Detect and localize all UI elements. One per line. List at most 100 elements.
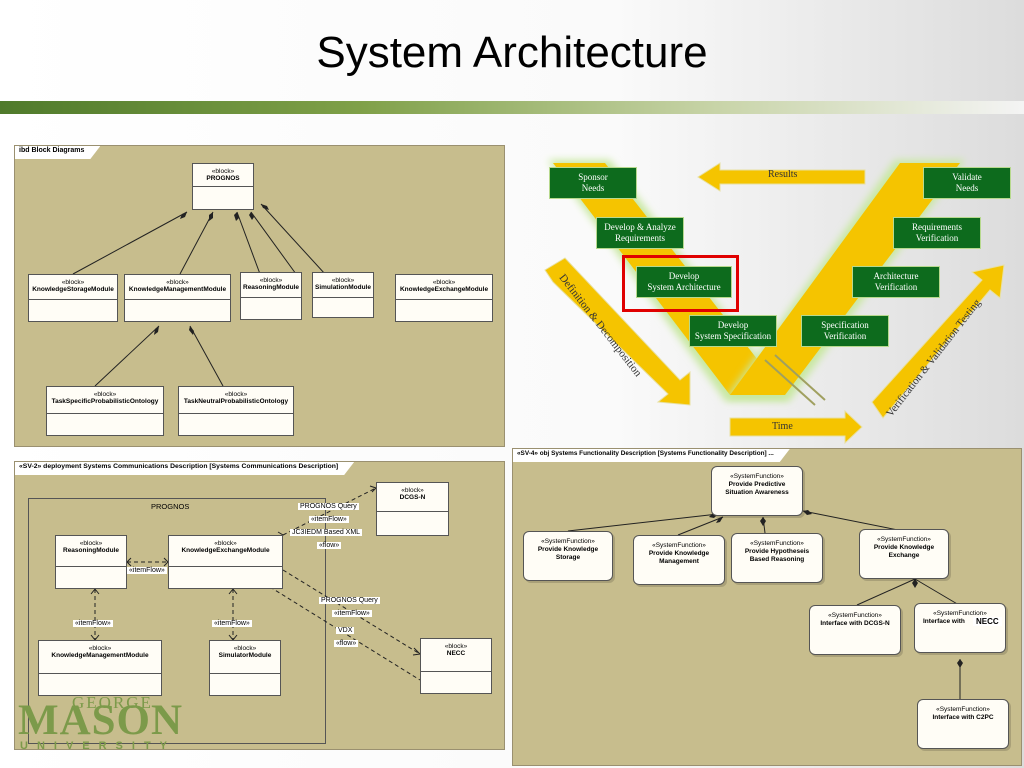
block-name: SimulatorModule <box>218 652 272 659</box>
block-stereotype: «block» <box>211 168 235 175</box>
block-name: ReasoningModule <box>63 547 119 554</box>
block-stereotype: «block» <box>401 487 424 494</box>
fn-stereotype: «SystemFunction» <box>652 542 706 549</box>
fn-stereotype: «SystemFunction» <box>730 473 784 480</box>
fn-stereotype: «SystemFunction» <box>936 706 990 713</box>
block-prognos[interactable]: «block» PROGNOS <box>192 163 254 210</box>
fn-stereotype: «SystemFunction» <box>933 610 987 617</box>
v-box-develop-specification[interactable]: Develop System Specification <box>689 315 777 347</box>
block-divider <box>421 671 491 672</box>
logo-mason: MASON <box>18 697 184 744</box>
v-box-line: Develop <box>668 271 700 281</box>
label-prognos-query-1: PROGNOS Query <box>298 503 359 510</box>
time-arrow <box>729 409 863 445</box>
george-mason-logo: GEORGE MASON UNIVERSITY <box>18 690 182 754</box>
v-box-architecture-verification[interactable]: Architecture Verification <box>852 266 940 298</box>
sv2-block-reasoning[interactable]: «block» ReasoningModule <box>55 535 127 589</box>
block-name: TaskSpecificProbabilisticOntology <box>51 398 159 405</box>
fn-knowledge-storage[interactable]: «SystemFunction» Provide Knowledge Stora… <box>523 531 613 581</box>
block-name: ReasoningModule <box>243 284 299 291</box>
block-divider <box>241 297 301 298</box>
fn-interface-necc[interactable]: «SystemFunction» Interface with <box>914 603 1006 653</box>
v-box-line: System Architecture <box>647 282 721 292</box>
block-name: PROGNOS <box>206 175 240 182</box>
v-box-line: Verification <box>874 282 918 292</box>
block-stereotype: «block» <box>432 279 456 286</box>
v-box-line: Develop & Analyze <box>604 222 676 232</box>
fn-knowledge-management[interactable]: «SystemFunction» Provide Knowledge Manag… <box>633 535 725 585</box>
v-box-line: Sponsor <box>578 172 608 182</box>
block-name: KnowledgeManagementModule <box>128 286 227 293</box>
block-knowledge-management[interactable]: «block» KnowledgeManagementModule <box>124 274 231 322</box>
fn-name: Interface with C2PC <box>932 714 994 721</box>
slide-title: System Architecture <box>316 28 708 77</box>
sv2-panel: «SV-2» deployment Systems Communications… <box>14 461 505 750</box>
fn-name: Provide Knowledge <box>537 546 599 553</box>
block-name: KnowledgeExchangeModule <box>181 547 270 554</box>
sv2-block-knowledge-exchange[interactable]: «block» KnowledgeExchangeModule <box>168 535 283 589</box>
block-stereotype: «block» <box>214 540 237 547</box>
fn-predictive-awareness[interactable]: «SystemFunction» Provide Predictive Situ… <box>711 466 803 516</box>
fn-interface-dcgs[interactable]: «SystemFunction» Interface with DCGS-N <box>809 605 901 655</box>
v-box-develop-requirements[interactable]: Develop & Analyze Requirements <box>596 217 684 249</box>
title-divider-bar <box>0 101 1024 114</box>
block-divider <box>169 566 282 567</box>
label-flow-1: «flow» <box>317 542 342 549</box>
v-box-line: Verification <box>823 331 867 341</box>
sv2-block-simulator[interactable]: «block» SimulatorModule <box>209 640 281 696</box>
label-itemflow-simulator: «itemFlow» <box>212 620 252 627</box>
logo-university: UNIVERSITY <box>20 740 177 752</box>
sv2-block-dcgs[interactable]: «block» DCGS-N <box>376 482 449 536</box>
label-jc3iedm: JC3IEDM Based XML <box>290 529 363 536</box>
sv2-block-knowledge-management[interactable]: «block» KnowledgeManagementModule <box>38 640 162 696</box>
block-name: KnowledgeStorageModule <box>32 286 114 293</box>
block-stereotype: «block» <box>224 391 248 398</box>
block-knowledge-storage[interactable]: «block» KnowledgeStorageModule <box>28 274 118 322</box>
ibd-panel: ibd Block Diagrams «block» PROGNOS «bloc… <box>14 145 505 447</box>
v-base-line <box>774 354 826 401</box>
results-arrow <box>697 162 866 192</box>
fn-interface-c2pc[interactable]: «SystemFunction» Interface with C2PC <box>917 699 1009 749</box>
v-box-line: Verification <box>915 233 959 243</box>
v-box-requirements-verification[interactable]: Requirements Verification <box>893 217 981 249</box>
v-box-line: Requirements <box>615 233 665 243</box>
block-stereotype: «block» <box>444 643 468 650</box>
block-stereotype: «block» <box>259 277 283 284</box>
results-label: Results <box>768 169 798 180</box>
block-task-neutral-ontology[interactable]: «block» TaskNeutralProbabilisticOntology <box>178 386 294 436</box>
v-box-line: Develop <box>717 320 749 330</box>
block-stereotype: «block» <box>61 279 85 286</box>
block-stereotype: «block» <box>166 279 189 286</box>
fn-name: Interface with <box>915 618 1005 626</box>
block-name: SimulationModule <box>315 284 371 291</box>
block-task-specific-ontology[interactable]: «block» TaskSpecificProbabilisticOntolog… <box>46 386 164 436</box>
fn-stereotype: «SystemFunction» <box>541 538 595 545</box>
block-divider <box>377 511 448 512</box>
v-box-develop-architecture[interactable]: Develop System Architecture <box>636 266 732 298</box>
fn-knowledge-exchange[interactable]: «SystemFunction» Provide Knowledge Excha… <box>859 529 949 579</box>
fn-name: Exchange <box>888 552 920 559</box>
block-name: NECC <box>446 650 466 657</box>
block-reasoning[interactable]: «block» ReasoningModule <box>240 272 302 320</box>
block-simulation[interactable]: «block» SimulationModule <box>312 272 374 318</box>
ibd-composition-lines <box>72 203 326 387</box>
v-box-sponsor-needs[interactable]: Sponsor Needs <box>549 167 637 199</box>
fn-name: Storage <box>555 554 581 561</box>
block-name: DCGS-N <box>399 494 426 501</box>
block-name: KnowledgeManagementModule <box>51 652 149 659</box>
label-prognos-query-2: PROGNOS Query <box>319 597 380 604</box>
v-box-validate-needs[interactable]: Validate Needs <box>923 167 1011 199</box>
fn-name: Interface with DCGS-N <box>820 620 890 627</box>
time-label: Time <box>772 421 793 432</box>
fn-hypothesis-reasoning[interactable]: «SystemFunction» Provide Hypotheseis Bas… <box>731 533 823 583</box>
label-itemflow-management: «itemFlow» <box>73 620 113 627</box>
fn-stereotype: «SystemFunction» <box>750 540 804 547</box>
block-stereotype: «block» <box>331 277 355 284</box>
block-divider <box>193 186 253 187</box>
label-vdx: VDX <box>336 627 355 634</box>
sv2-block-necc[interactable]: «block» NECC <box>420 638 492 694</box>
v-base-line <box>764 359 816 406</box>
v-box-specification-verification[interactable]: Specification Verification <box>801 315 889 347</box>
fn-name-prefix: Interface with <box>923 618 965 625</box>
block-knowledge-exchange[interactable]: «block» KnowledgeExchangeModule <box>395 274 493 322</box>
